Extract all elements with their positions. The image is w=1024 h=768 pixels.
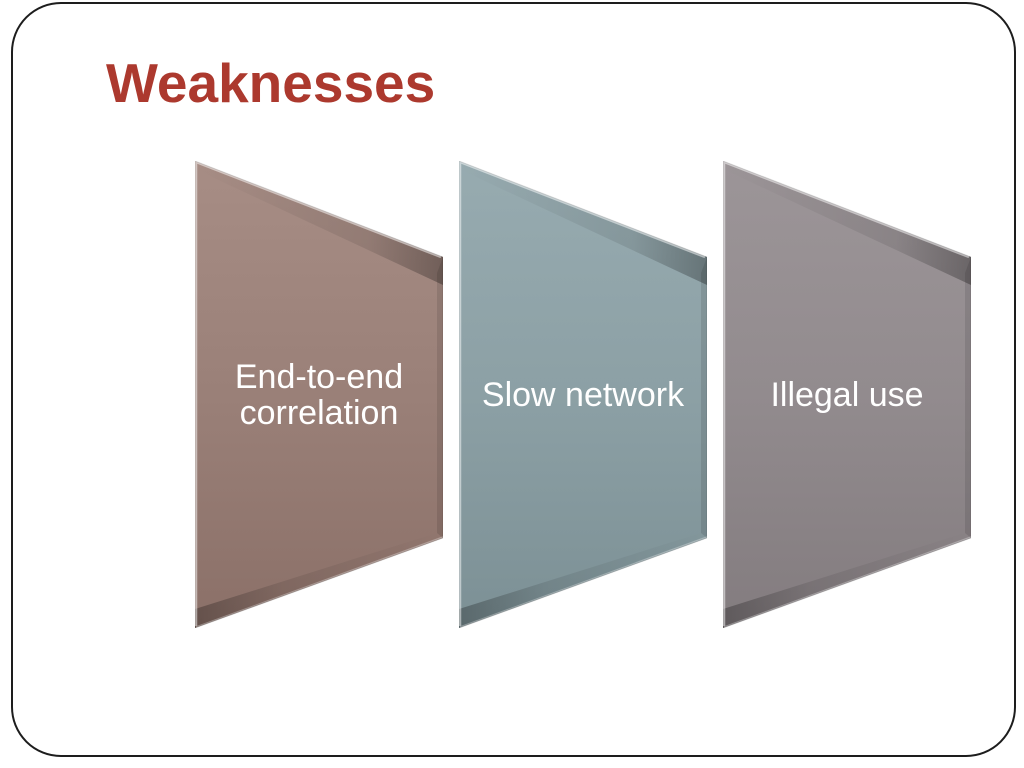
panel-label: Slow network xyxy=(481,375,685,414)
panel-shape-3 xyxy=(723,161,971,628)
weakness-panel-1: End-to-end correlation xyxy=(195,161,443,628)
panel-label: End-to-end correlation xyxy=(234,357,404,432)
weakness-panel-2: Slow network xyxy=(459,161,707,628)
panel-shape-2 xyxy=(459,161,707,628)
weakness-panel-3: Illegal use xyxy=(723,161,971,628)
slide-title: Weaknesses xyxy=(106,52,436,114)
panel-label: Illegal use xyxy=(770,375,924,414)
panel-shape-1 xyxy=(195,161,443,628)
